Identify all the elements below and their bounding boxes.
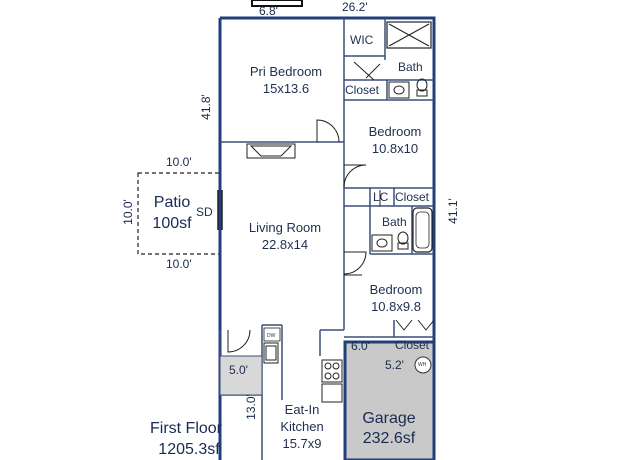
door-swings — [227, 61, 435, 353]
room-name-line1: Eat-In — [284, 402, 320, 417]
room-name: Pri Bedroom — [249, 64, 323, 79]
porch-area — [219, 355, 263, 396]
room-garage: Garage 232.6sf — [352, 409, 426, 449]
dim-patio-bottom: 10.0' — [166, 257, 192, 271]
sink-icon — [371, 81, 410, 252]
dim-garage-top: 6.0' — [351, 339, 370, 353]
shower-icon — [386, 21, 432, 49]
room-kitchen: Eat-In Kitchen 15.7x9 — [270, 401, 334, 452]
room-size: 22.8x14 — [261, 237, 309, 252]
room-name-line2: Kitchen — [280, 419, 324, 434]
floor-title: First Floor 1205.3sf — [150, 418, 222, 460]
room-closet-mid: Closet — [395, 190, 430, 204]
sliding-door-label: SD — [196, 205, 213, 219]
kitchen-sink-icon — [263, 342, 279, 364]
room-lc: LC — [373, 190, 389, 204]
dim-top-left: 6.8' — [259, 4, 278, 18]
room-closet-bottom: Closet — [395, 338, 430, 352]
top-box — [251, 0, 303, 7]
dim-right-height: 41.1' — [445, 198, 460, 224]
room-patio: Patio 100sf — [144, 192, 200, 234]
room-bath-mid: Bath — [382, 215, 407, 229]
room-size: 10.8x9.8 — [371, 299, 421, 314]
stove-icon — [321, 359, 343, 383]
room-closet-top: Closet — [345, 83, 380, 97]
dishwasher-label: DW — [267, 333, 276, 339]
dim-patio-top: 10.0' — [166, 155, 192, 169]
dishwasher-box — [263, 327, 281, 342]
room-area: 100sf — [152, 215, 192, 232]
dim-patio-side: 10.0' — [120, 199, 135, 225]
water-heater-icon — [414, 356, 432, 374]
floor-area: 1205.3sf — [158, 441, 220, 458]
fridge-box — [321, 383, 343, 403]
room-name: Garage — [362, 410, 416, 427]
room-size: 15x13.6 — [262, 81, 310, 96]
room-pri-bedroom: Pri Bedroom 15x13.6 — [244, 63, 328, 97]
room-wic: WIC — [350, 33, 374, 47]
room-name: Living Room — [248, 220, 322, 235]
room-bedroom-3: Bedroom 10.8x9.8 — [358, 281, 434, 315]
dim-kitchen-side: 13.0' — [243, 394, 258, 420]
sliding-door — [217, 190, 223, 230]
floor-name: First Floor — [150, 420, 222, 437]
room-size: 15.7x9 — [282, 436, 322, 451]
room-size: 10.8x10 — [371, 141, 419, 156]
dim-left-height: 41.8' — [198, 94, 213, 120]
fireplace-icon — [246, 143, 296, 159]
water-heater-label: WH — [418, 362, 427, 368]
room-living: Living Room 22.8x14 — [240, 219, 330, 253]
room-bedroom-2: Bedroom 10.8x10 — [360, 123, 430, 157]
dim-top-right: 26.2' — [342, 0, 368, 14]
room-area: 232.6sf — [362, 430, 416, 447]
room-bath-top: Bath — [398, 60, 423, 74]
bathtub-icon — [412, 207, 433, 253]
toilet-icon — [397, 78, 428, 250]
dim-porch: 5.0' — [229, 363, 248, 377]
room-name: Bedroom — [368, 124, 422, 139]
room-name: Patio — [153, 194, 191, 211]
dim-garage-inner: 5.2' — [385, 358, 404, 372]
room-name: Bedroom — [369, 282, 423, 297]
